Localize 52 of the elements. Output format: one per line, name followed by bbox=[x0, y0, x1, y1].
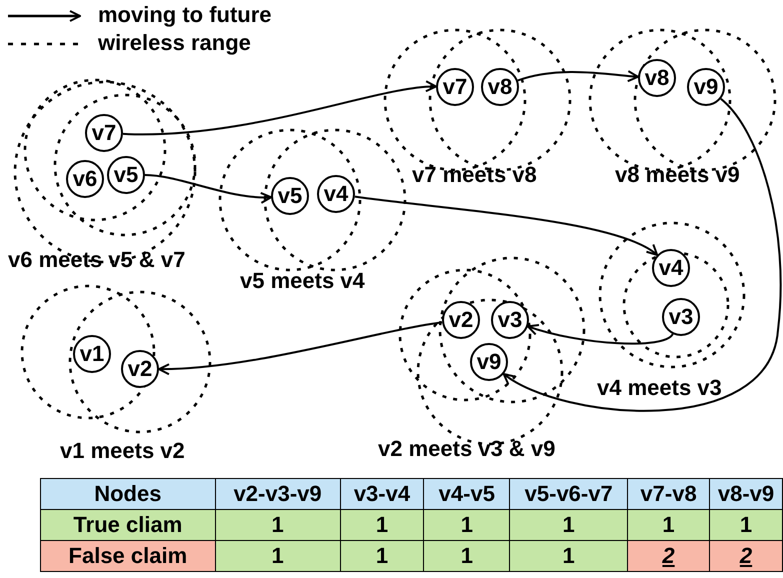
vehicle-node: v7 bbox=[85, 114, 123, 152]
caption: v8 meets v9 bbox=[615, 162, 740, 188]
vehicle-node: v4 bbox=[652, 249, 690, 287]
table-cell: 1 bbox=[510, 510, 628, 540]
arrow bbox=[122, 80, 437, 136]
vehicle-node: v5 bbox=[271, 177, 309, 215]
vehicle-node: v4 bbox=[317, 175, 355, 213]
vehicle-node: v1 bbox=[73, 335, 111, 373]
vehicle-node: v7 bbox=[436, 68, 474, 106]
header-cell: Nodes bbox=[40, 478, 216, 510]
table-cell: 1 bbox=[424, 540, 510, 572]
table-cell: 1 bbox=[424, 510, 510, 540]
arrow bbox=[158, 321, 442, 375]
header-cell: v4-v5 bbox=[424, 478, 510, 510]
legend-text: moving to future bbox=[98, 2, 272, 28]
header-cell: v7-v8 bbox=[628, 478, 710, 510]
vehicle-node: v8 bbox=[481, 68, 519, 106]
arrow bbox=[354, 196, 658, 256]
arrow bbox=[518, 70, 640, 82]
vehicle-node: v9 bbox=[687, 68, 725, 106]
caption: v4 meets v3 bbox=[597, 375, 722, 401]
table-cell: 1 bbox=[510, 540, 628, 572]
header-cell: v5-v6-v7 bbox=[510, 478, 628, 510]
caption: v1 meets v2 bbox=[60, 438, 185, 464]
vehicle-node: v2 bbox=[121, 350, 159, 388]
table-cell: 1 bbox=[340, 510, 424, 540]
vehicle-node: v3 bbox=[662, 298, 700, 336]
arrow bbox=[526, 324, 674, 345]
row-header-cell: False claim bbox=[40, 540, 216, 572]
vehicle-node: v3 bbox=[491, 301, 529, 339]
vehicle-node: v2 bbox=[442, 301, 480, 339]
header-cell: v2-v3-v9 bbox=[215, 478, 340, 510]
caption: v5 meets v4 bbox=[240, 268, 365, 294]
vehicle-node: v6 bbox=[66, 160, 104, 198]
table-cell: 1 bbox=[215, 510, 340, 540]
arrow bbox=[144, 174, 272, 204]
caption: v7 meets v8 bbox=[412, 162, 537, 188]
table-cell: 1 bbox=[215, 540, 340, 572]
row-header-cell: True cliam bbox=[40, 510, 216, 540]
table-cell: 2 bbox=[710, 540, 782, 572]
legend-text: wireless range bbox=[98, 30, 251, 56]
header-cell: v8-v9 bbox=[710, 478, 782, 510]
arrow bbox=[502, 98, 782, 412]
table-cell: 1 bbox=[710, 510, 782, 540]
vehicle-node: v5 bbox=[107, 156, 145, 194]
table-cell: 1 bbox=[628, 510, 710, 540]
table-cell: 1 bbox=[340, 540, 424, 572]
vehicle-node: v9 bbox=[470, 343, 508, 381]
caption: v2 meets v3 & v9 bbox=[378, 436, 556, 462]
header-cell: v3-v4 bbox=[340, 478, 424, 510]
table-cell: 2 bbox=[628, 540, 710, 572]
vehicle-node: v8 bbox=[638, 59, 676, 97]
